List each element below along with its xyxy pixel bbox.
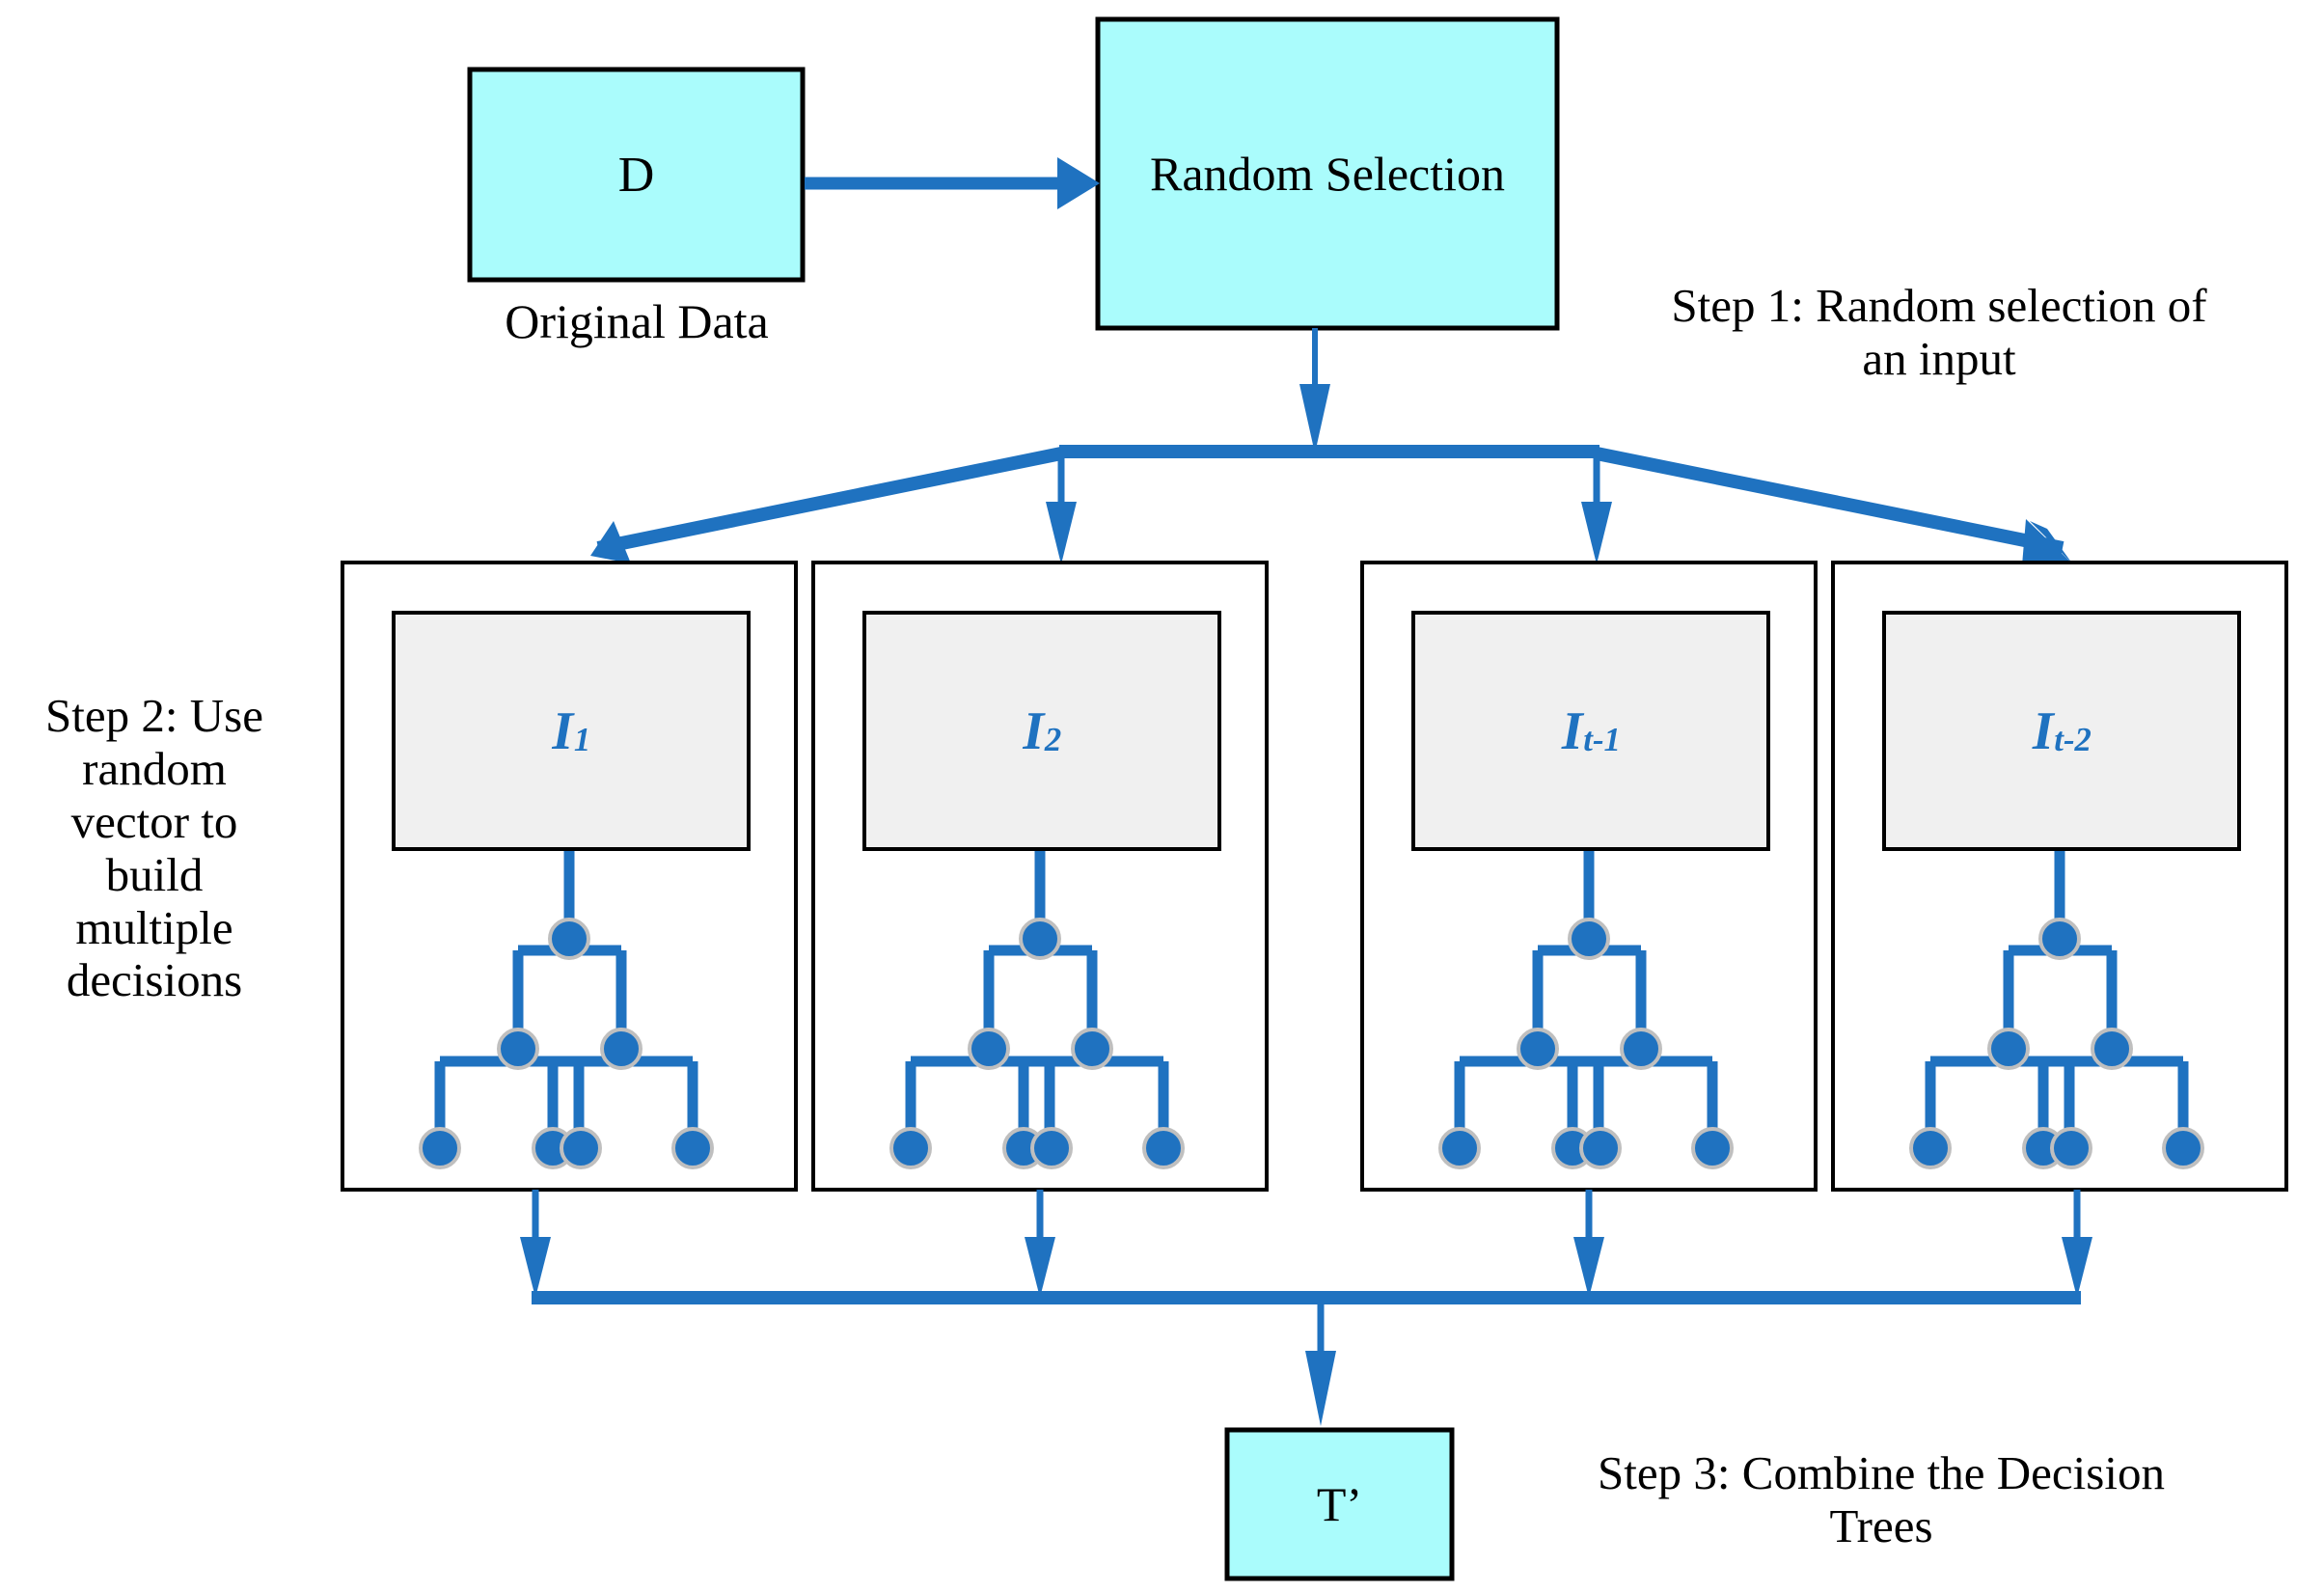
tree-panel-3-label-sub: t-1: [1583, 720, 1621, 758]
tree-panel-1[interactable]: [341, 561, 798, 1192]
step-2-text: Step 2: Use random vector to build multi…: [45, 689, 263, 1007]
tree-panel-2[interactable]: [811, 561, 1269, 1192]
tree-panel-3-image: [1411, 611, 1770, 851]
tree-panel-1-image: [392, 611, 751, 851]
original-data-caption: Original Data: [505, 294, 769, 348]
result-box-label: T’: [1316, 1477, 1363, 1531]
decision-tree-1-nodes: [419, 918, 714, 1169]
step-1-text: Step 1: Random selection of an input: [1671, 279, 2207, 385]
tree-panel-4-label-main: I: [2032, 700, 2054, 761]
decision-tree-3-nodes: [1438, 918, 1734, 1169]
tree-panel-4[interactable]: [1831, 561, 2288, 1192]
tree-panel-1-label-main: I: [552, 700, 574, 761]
original-data-box[interactable]: [467, 67, 806, 283]
fanout-bus: [590, 445, 2074, 565]
arrow-data-to-selection: [805, 157, 1100, 209]
tree-panel-4-label-sub: t-2: [2054, 720, 2092, 758]
arrow-selection-down: [1299, 328, 1330, 453]
result-box[interactable]: [1224, 1427, 1455, 1581]
random-selection-box[interactable]: [1095, 16, 1560, 331]
tree-panel-2-label-sub: 2: [1044, 720, 1062, 758]
tree-panel-2-image: [862, 611, 1221, 851]
decision-tree-4-nodes: [1909, 918, 2204, 1169]
tree-panel-3[interactable]: [1360, 561, 1818, 1192]
tree-panel-1-label-sub: 1: [573, 720, 591, 758]
tree-panel-3-label-main: I: [1561, 700, 1583, 761]
tree-panel-4-image: [1882, 611, 2241, 851]
decision-tree-2-nodes: [889, 918, 1185, 1169]
original-data-box-label: D: [617, 147, 655, 203]
tree-panel-2-label-main: I: [1023, 700, 1045, 761]
step-3-text: Step 3: Combine the Decision Trees: [1598, 1446, 2165, 1552]
merge-bus: [520, 1190, 2092, 1426]
random-selection-box-label: Random Selection: [1150, 147, 1505, 201]
